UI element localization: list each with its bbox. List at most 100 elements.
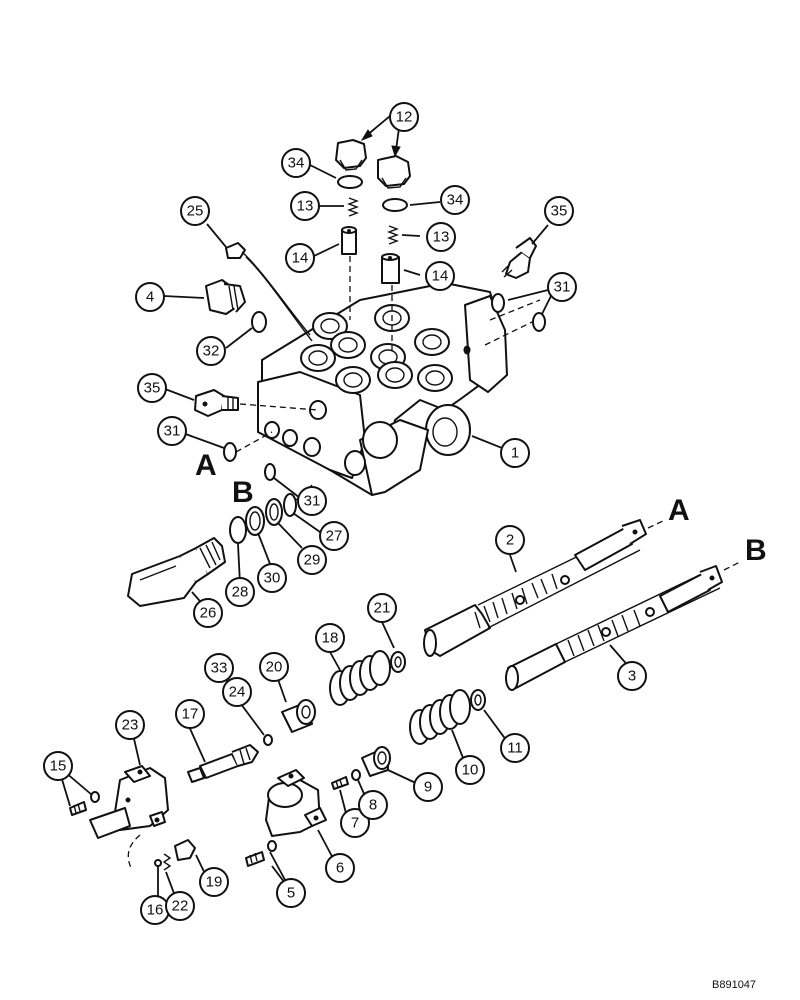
callout-33: 33: [204, 653, 234, 683]
callout-27: 27: [319, 521, 349, 551]
svg-text:26: 26: [200, 605, 217, 622]
svg-text:9: 9: [424, 779, 432, 796]
callout-34-left: 34: [281, 148, 311, 178]
svg-text:2: 2: [506, 532, 514, 549]
callout-16: 16: [140, 895, 170, 925]
callout-22: 22: [165, 891, 195, 921]
svg-text:20: 20: [266, 659, 283, 676]
cap-23: [89, 765, 169, 839]
bushing-9: [361, 746, 391, 777]
spool-stop-17: [187, 744, 259, 783]
svg-text:5: 5: [287, 885, 295, 902]
callout-13-left: 13: [290, 191, 320, 221]
svg-text:23: 23: [122, 717, 139, 734]
spring-13-right: [387, 225, 399, 245]
catalog-number: B891047: [712, 979, 756, 991]
callout-24: 24: [222, 677, 252, 707]
o-ring-31-front: [264, 463, 276, 481]
callout-20: 20: [259, 652, 289, 682]
ring-28: [229, 516, 247, 544]
valve-body: [257, 282, 508, 496]
callout-14-left: 14: [285, 243, 315, 273]
o-ring-31-upper: [491, 293, 505, 313]
o-ring-31-left: [223, 442, 237, 462]
spring-13-left: [347, 197, 359, 217]
svg-text:25: 25: [187, 203, 204, 220]
svg-text:7: 7: [351, 815, 359, 832]
cap-6: [265, 769, 327, 837]
callout-11: 11: [500, 733, 530, 763]
svg-text:6: 6: [336, 860, 344, 877]
svg-text:31: 31: [164, 423, 181, 440]
svg-text:10: 10: [462, 762, 479, 779]
svg-text:11: 11: [507, 740, 523, 757]
callout-9: 9: [413, 772, 443, 802]
callout-10: 10: [455, 755, 485, 785]
callout-15: 15: [43, 751, 73, 781]
svg-text:18: 18: [322, 630, 339, 647]
svg-text:34: 34: [288, 155, 305, 172]
reference-letter-a-body: A: [195, 449, 217, 482]
callout-14-right: 14: [425, 261, 455, 291]
callout-21: 21: [367, 593, 397, 623]
svg-text:14: 14: [292, 250, 309, 267]
svg-text:35: 35: [551, 203, 568, 220]
svg-text:16: 16: [147, 902, 164, 919]
svg-text:12: 12: [396, 109, 413, 126]
piston-14-left: [341, 226, 357, 255]
callout-35-left: 35: [137, 373, 167, 403]
callout-29: 29: [297, 545, 327, 575]
washer-8: [351, 769, 361, 781]
plug-left: [335, 139, 367, 171]
svg-text:31: 31: [304, 493, 321, 510]
screw-7: [331, 776, 349, 790]
plug-right: [377, 155, 411, 189]
washer-29: [265, 498, 283, 526]
svg-text:13: 13: [433, 229, 450, 246]
reference-letter-b-spool: B: [745, 534, 767, 567]
callout-32: 32: [196, 336, 226, 366]
spool-2: [423, 519, 647, 657]
callout-23: 23: [115, 710, 145, 740]
callout-6: 6: [325, 853, 355, 883]
callout-35-right: 35: [544, 196, 574, 226]
spring-18: [329, 650, 391, 706]
svg-text:15: 15: [50, 758, 67, 775]
plug-26: [127, 537, 226, 607]
callout-12: 12: [389, 102, 419, 132]
callout-31-front: 31: [297, 486, 327, 516]
fitting-35-left: [194, 389, 239, 417]
svg-text:32: 32: [203, 343, 220, 360]
callout-13-right: 13: [426, 222, 456, 252]
o-ring-32: [251, 311, 267, 333]
callout-25: 25: [180, 196, 210, 226]
screw-15: [69, 791, 100, 816]
plug-25: [225, 242, 313, 342]
reference-letter-a-spool: A: [668, 494, 690, 527]
svg-text:17: 17: [182, 706, 199, 723]
svg-text:27: 27: [326, 528, 343, 545]
svg-text:29: 29: [304, 552, 321, 569]
fitting-4: [205, 279, 246, 315]
washer-11: [470, 689, 486, 711]
seal-27: [283, 493, 297, 517]
spring-10: [409, 689, 471, 745]
o-ring-34-right: [382, 198, 408, 212]
svg-text:28: 28: [232, 584, 249, 601]
svg-text:1: 1: [511, 445, 519, 462]
svg-text:4: 4: [146, 289, 154, 306]
callout-7: 7: [340, 808, 370, 838]
svg-text:34: 34: [447, 192, 464, 209]
o-ring-31-lower: [532, 312, 546, 332]
callout-17: 17: [175, 699, 205, 729]
svg-text:3: 3: [628, 668, 636, 685]
o-ring-34-left: [337, 175, 363, 189]
callout-2: 2: [495, 525, 525, 555]
callout-19: 19: [199, 867, 229, 897]
callout-31-left: 31: [157, 416, 187, 446]
callout-5: 5: [276, 878, 306, 908]
detent-parts: [127, 834, 196, 871]
callout-34-right: 34: [440, 185, 470, 215]
callout-31-right: 31: [547, 272, 577, 302]
callout-18: 18: [315, 623, 345, 653]
